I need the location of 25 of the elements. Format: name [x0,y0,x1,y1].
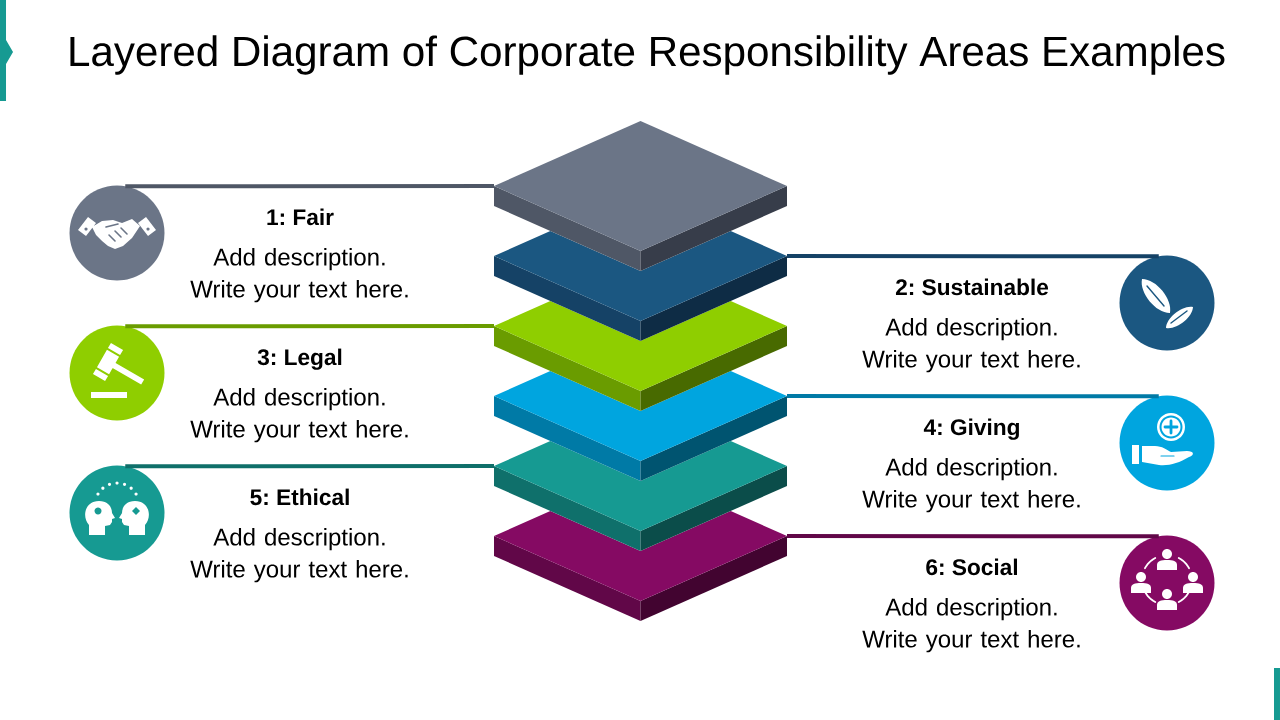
layer-slab [494,231,787,341]
item-title: 4: Giving [923,418,1019,440]
item-title: 6: Social [926,558,1017,576]
item-description: Add description. Write your text here. [862,318,1080,373]
layer-slab [494,441,787,551]
leader-line [787,394,1159,399]
layer-slab [494,301,787,411]
item-title: 5: Ethical [250,488,349,506]
leader-line [125,184,494,189]
item-description: Add description. Write your text here. [190,388,408,443]
item-description: Add description. Write your text here. [862,458,1080,513]
leader-line [125,464,494,469]
item-description: Add description. Write your text here. [862,598,1080,653]
title: Layered Diagram of Corporate Responsibility Areas Examples [70,35,1225,75]
item-description: Add description. Write your text here. [190,528,408,583]
leader-line [125,324,494,329]
leader-line [787,534,1159,539]
layer-slab [494,511,787,621]
item-description: Add description. Write your text here. [190,248,408,303]
item-title: 3: Legal [257,348,342,370]
item-title: 2: Sustainable [895,278,1049,296]
leader-line [787,254,1159,259]
item-title: 1: Fair [267,208,334,226]
layer-slab [494,371,787,481]
layer-slab [494,121,787,271]
